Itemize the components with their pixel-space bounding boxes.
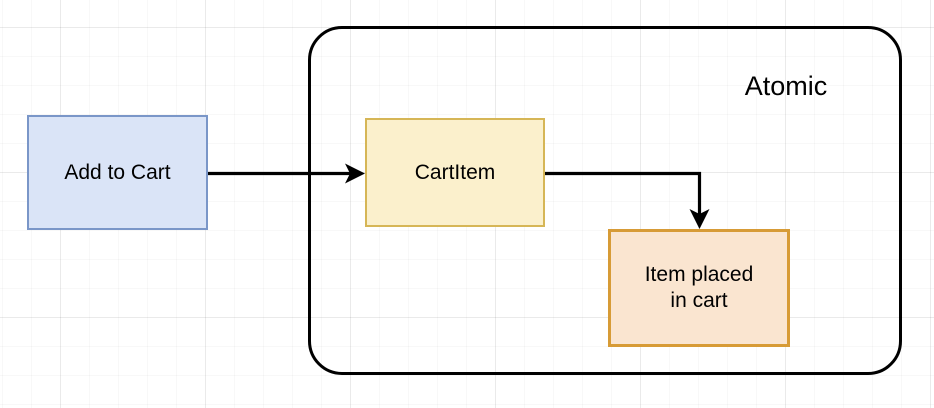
node-cart-item[interactable]: CartItem: [365, 118, 545, 227]
node-item-placed-in-cart-label: Item placed in cart: [644, 263, 754, 312]
group-atomic-boundary[interactable]: [308, 26, 902, 375]
group-atomic-label: Atomic: [744, 70, 828, 101]
node-add-to-cart[interactable]: Add to Cart: [27, 115, 208, 230]
node-add-to-cart-label: Add to Cart: [64, 160, 171, 184]
node-cart-item-label: CartItem: [414, 160, 496, 184]
node-item-placed-in-cart[interactable]: Item placed in cart: [608, 229, 790, 347]
